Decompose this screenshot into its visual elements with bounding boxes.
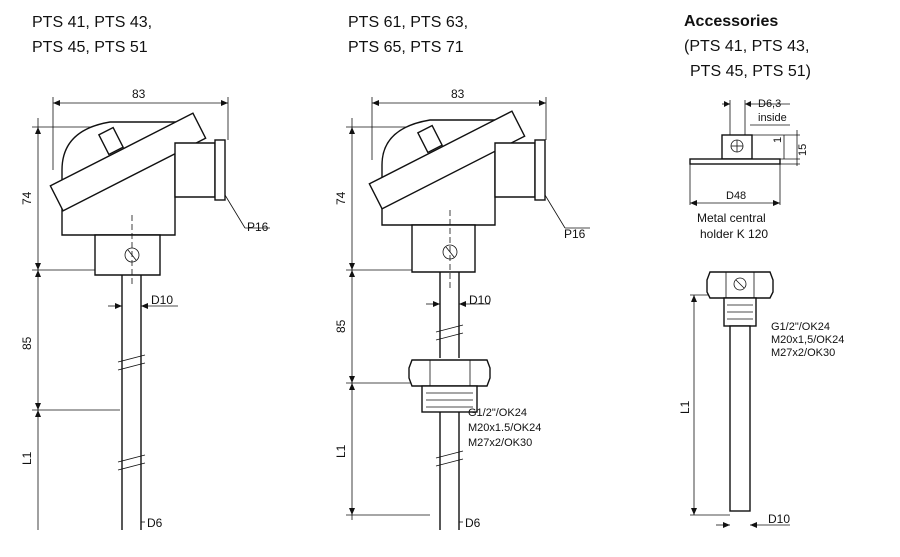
section1-tip-dia-dim: D6 bbox=[147, 516, 163, 530]
accessories-subtitle-line1: (PTS 41, PTS 43, bbox=[684, 38, 809, 55]
accessories-title: Accessories bbox=[684, 13, 778, 30]
section2-thread-line1: G1/2"/OK24 bbox=[468, 407, 527, 419]
section1-head-height-dim: 74 bbox=[20, 191, 34, 205]
section-pts41-drawing: PTS 41, PTS 43, PTS 45, PTS 51 83 74 85 … bbox=[20, 14, 270, 530]
holder-caption-line1: Metal central bbox=[697, 211, 766, 225]
section1-title-line1: PTS 41, PTS 43, bbox=[32, 14, 152, 31]
section2-tip-dia-dim: D6 bbox=[465, 516, 481, 530]
section2-thread-line3: M27x2/OK30 bbox=[468, 437, 532, 449]
section-accessories-drawing: Accessories (PTS 41, PTS 43, PTS 45, PTS… bbox=[678, 13, 844, 528]
section1-title-line2: PTS 45, PTS 51 bbox=[32, 39, 148, 56]
section2-cable-gland-dim: P16 bbox=[564, 227, 586, 241]
holder-small-dim: 1 bbox=[772, 137, 784, 143]
thermowell-thread-line2: M20x1,5/OK24 bbox=[771, 334, 844, 346]
thermowell-tube-dia-dim: D10 bbox=[768, 512, 790, 526]
section2-thread-line2: M20x1.5/OK24 bbox=[468, 422, 541, 434]
section1-width-dim: 83 bbox=[132, 87, 146, 101]
accessories-subtitle-line2: PTS 45, PTS 51) bbox=[690, 63, 811, 80]
section2-mid-length-dim: 85 bbox=[334, 319, 348, 333]
thermowell-thread-line3: M27x2/OK30 bbox=[771, 347, 835, 359]
section2-title-line1: PTS 61, PTS 63, bbox=[348, 14, 468, 31]
section2-width-dim: 83 bbox=[451, 87, 465, 101]
holder-height-dim: 15 bbox=[797, 144, 809, 156]
section1-cable-gland-dim: P16 bbox=[247, 220, 269, 234]
holder-bore-note: inside bbox=[758, 112, 787, 124]
section1-l1-dim: L1 bbox=[20, 451, 34, 465]
section2-head-height-dim: 74 bbox=[334, 191, 348, 205]
holder-caption-line2: holder K 120 bbox=[700, 227, 768, 241]
section2-title-line2: PTS 65, PTS 71 bbox=[348, 39, 464, 56]
thermowell-length-dim: L1 bbox=[678, 400, 692, 414]
holder-bore-dim: D6,3 bbox=[758, 98, 781, 110]
section1-tube-dia-dim: D10 bbox=[151, 293, 173, 307]
thermowell-thread-line1: G1/2"/OK24 bbox=[771, 321, 830, 333]
section2-tube-dia-dim: D10 bbox=[469, 293, 491, 307]
section2-l1-dim: L1 bbox=[334, 444, 348, 458]
section1-mid-length-dim: 85 bbox=[20, 336, 34, 350]
section-pts61-drawing: PTS 61, PTS 63, PTS 65, PTS 71 83 74 85 … bbox=[334, 14, 590, 530]
holder-base-dia-dim: D48 bbox=[726, 190, 746, 202]
